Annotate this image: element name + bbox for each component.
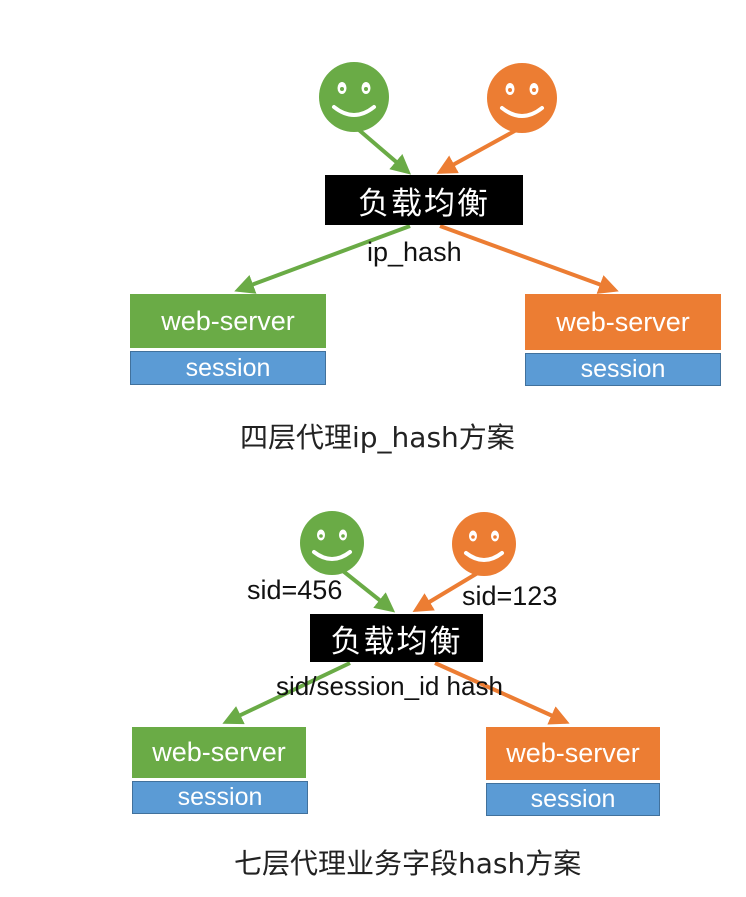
smiley-face-icon xyxy=(319,62,389,132)
session-box: session xyxy=(486,783,660,816)
arrow-green-client-to-balancer xyxy=(336,565,396,613)
web-server-box: web-server xyxy=(130,294,326,348)
client-session-id-label: sid=123 xyxy=(462,581,558,611)
smiley-face-icon xyxy=(487,63,557,133)
session-label: session xyxy=(580,355,666,383)
session-box: session xyxy=(525,353,721,386)
session-box: session xyxy=(130,351,326,385)
load-balancer-label: 负载均衡 xyxy=(358,185,490,222)
load-balancer-label: 负载均衡 xyxy=(330,623,463,660)
web-server-box: web-server xyxy=(525,294,721,350)
arrow-orange-client-to-balancer xyxy=(436,126,521,174)
web-server-label: web-server xyxy=(161,305,295,336)
hash-method-label: sid/session_id hash xyxy=(276,671,503,701)
hash-method-label: ip_hash xyxy=(367,237,462,267)
smiley-face-icon xyxy=(300,511,364,575)
session-box: session xyxy=(132,781,308,814)
web-server-label: web-server xyxy=(556,306,690,337)
session-label: session xyxy=(530,785,616,813)
web-server-box: web-server xyxy=(486,727,660,780)
diagram-caption: 七层代理业务字段hash方案 xyxy=(234,847,582,880)
session-label: session xyxy=(177,783,263,811)
arrow-green-client-to-balancer xyxy=(350,122,412,175)
arrow-orange-balancer-to-server xyxy=(439,224,619,294)
load-balancer-box: 负载均衡 xyxy=(325,175,523,225)
arrow-green-balancer-to-server xyxy=(234,224,411,294)
smiley-face-icon xyxy=(452,512,516,576)
web-server-label: web-server xyxy=(152,737,286,767)
arrow-orange-client-to-balancer xyxy=(412,566,488,613)
web-server-box: web-server xyxy=(132,727,306,778)
web-server-label: web-server xyxy=(506,738,640,768)
diagram-caption: 四层代理ip_hash方案 xyxy=(240,421,515,454)
arrow-green-balancer-to-server xyxy=(222,661,351,725)
load-balancer-box: 负载均衡 xyxy=(310,614,483,662)
session-label: session xyxy=(185,353,271,382)
arrow-orange-balancer-to-server xyxy=(434,661,570,725)
client-session-id-label: sid=456 xyxy=(247,575,343,605)
